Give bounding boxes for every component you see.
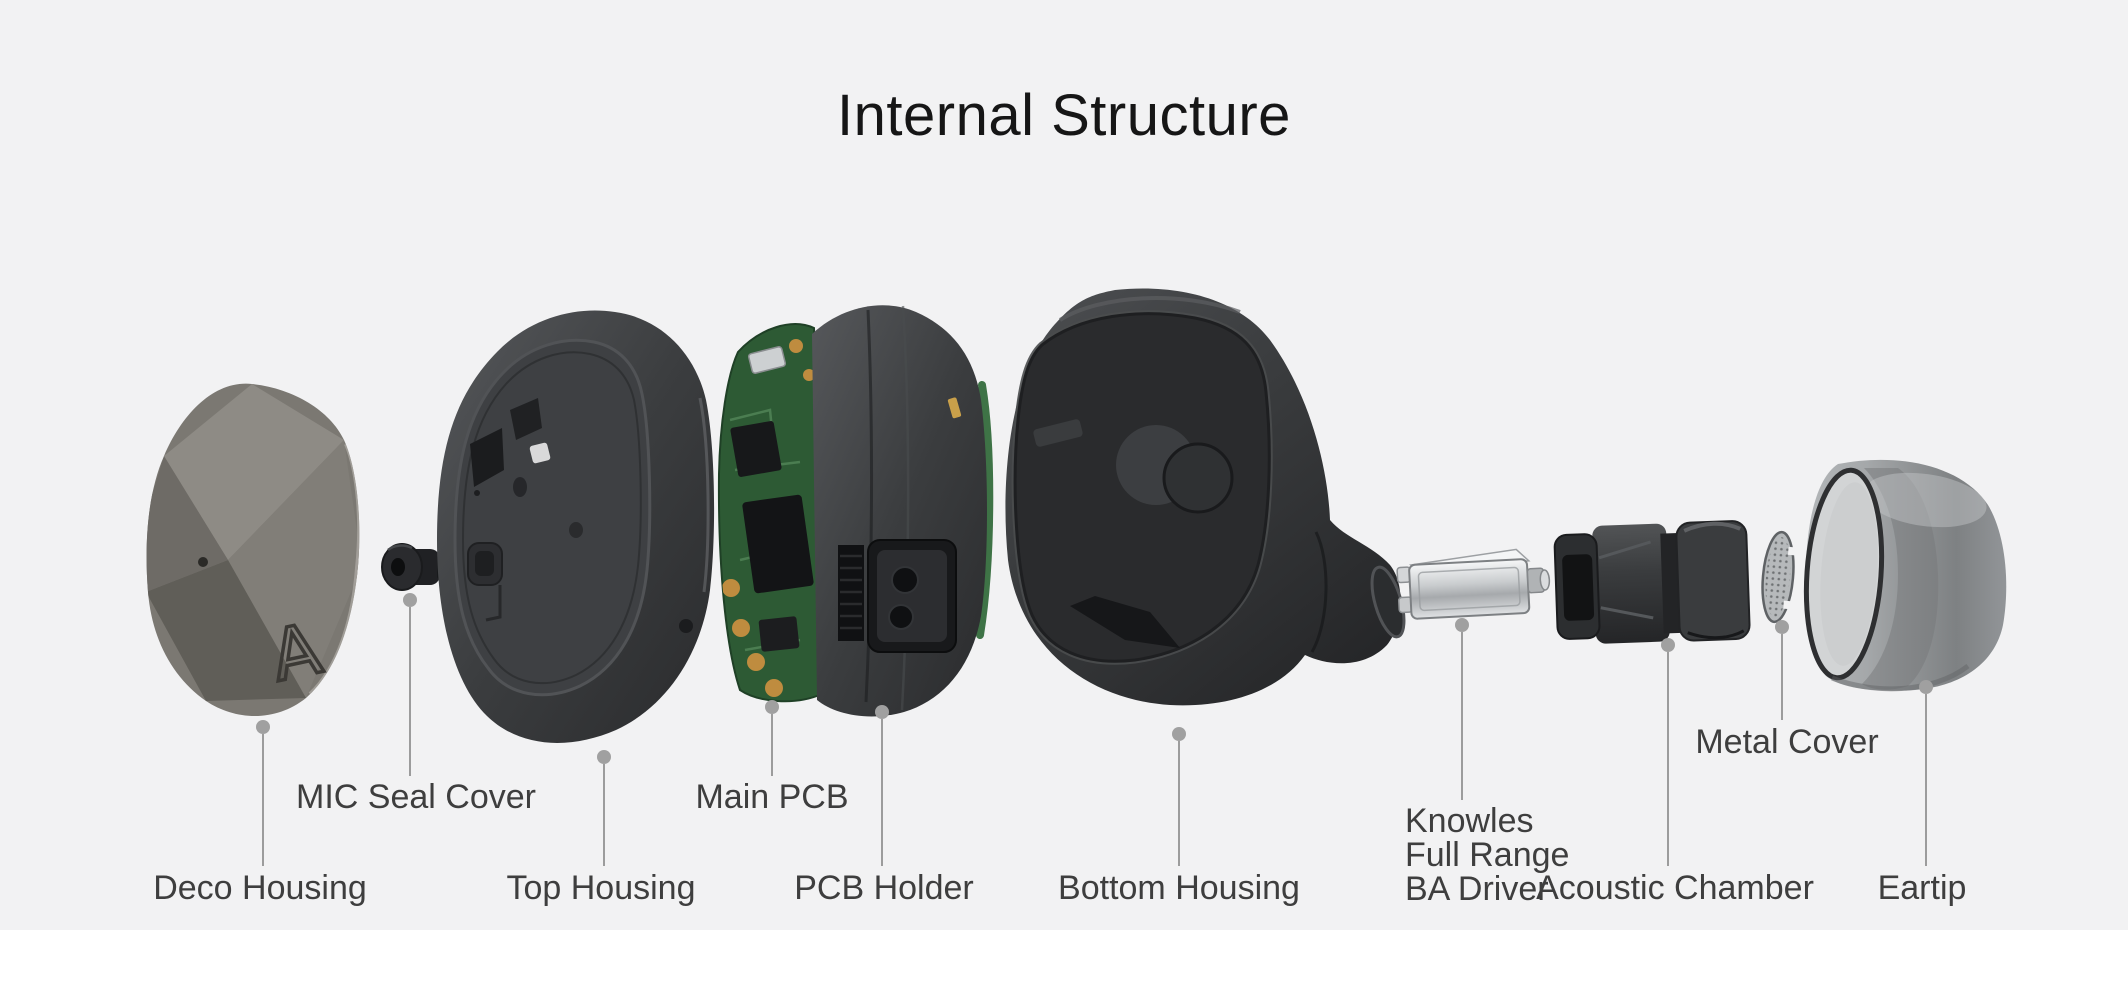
label-bottom-housing: Bottom Housing [1058, 869, 1300, 907]
leader-dots [256, 593, 1933, 764]
mic-hole [198, 557, 208, 567]
deco-housing-part: A [146, 383, 360, 717]
page-title: Internal Structure [837, 83, 1291, 148]
label-metal-cover: Metal Cover [1695, 723, 1879, 761]
label-acoustic-chamber: Acoustic Chamber [1536, 869, 1814, 907]
bottom-housing-part [1005, 288, 1406, 706]
label-eartip: Eartip [1877, 869, 1967, 907]
knowles-ba-driver-part [1396, 548, 1551, 620]
main-pcb-part [717, 323, 824, 703]
eartip-part [1803, 459, 2007, 692]
label-knowles-ba-driver: Knowles Full Range BA Driver [1405, 802, 1570, 908]
label-deco-housing: Deco Housing [153, 869, 367, 907]
label-mic-seal-cover: MIC Seal Cover [296, 778, 536, 816]
label-top-housing: Top Housing [506, 869, 696, 907]
acoustic-chamber-part [1553, 520, 1751, 644]
top-housing-part [437, 310, 715, 743]
label-pcb-holder: PCB Holder [794, 869, 974, 907]
label-main-pcb: Main PCB [695, 778, 849, 816]
pcb-holder-part [812, 305, 994, 717]
metal-cover-part [1761, 530, 1796, 624]
leader-lines [262, 607, 1927, 866]
page-bottom-strip [0, 930, 2128, 994]
